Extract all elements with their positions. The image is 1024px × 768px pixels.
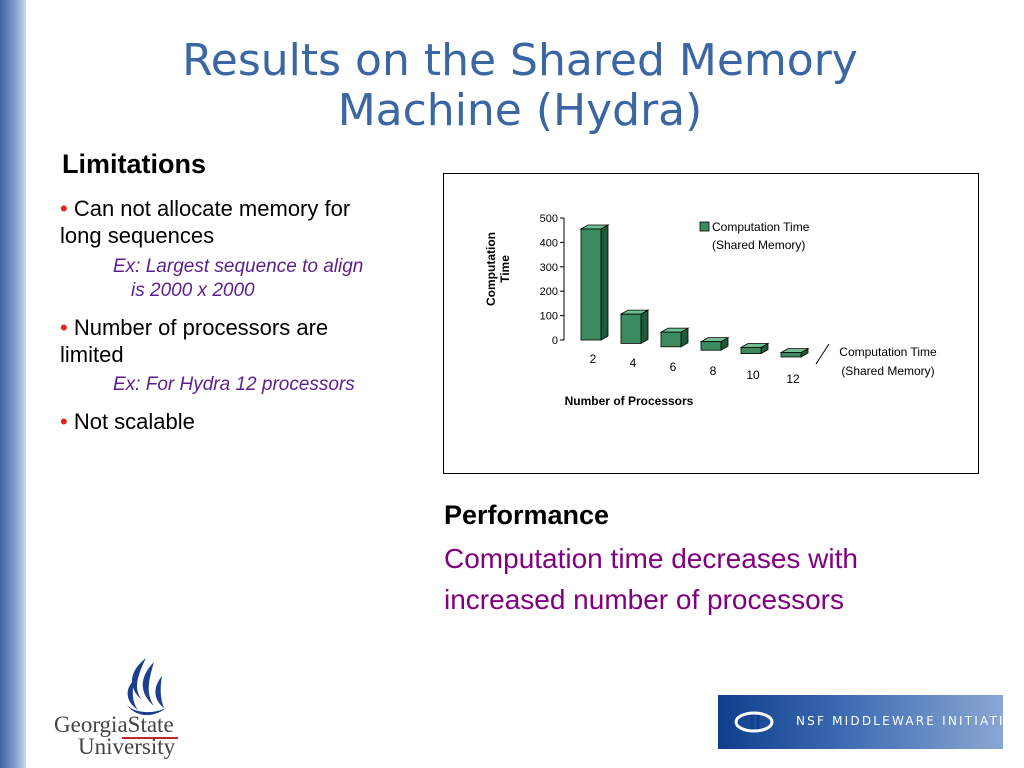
bullet-item-memory: • Can not allocate memory for long seque…	[60, 195, 420, 249]
y-axis-label: Computation Time	[484, 232, 512, 306]
gsu-wordmark-line2: University	[78, 734, 176, 759]
bullet-text-line2: limited	[60, 342, 124, 367]
bullet-dot: •	[60, 409, 68, 434]
bar	[780, 352, 802, 358]
bullet-text-line1: Can not allocate memory for	[73, 196, 351, 221]
nmi-swoosh-icon	[734, 711, 774, 733]
bars-group	[579, 224, 810, 358]
limitations-heading: Limitations	[62, 149, 207, 179]
y-tick-label: 400	[540, 237, 558, 249]
x-tick-label: 10	[746, 368, 760, 382]
performance-heading: Performance	[444, 500, 610, 530]
performance-line2: increased number of processors	[444, 584, 844, 615]
example-largest-sequence: Ex: Largest sequence to align is 2000 x …	[113, 255, 423, 303]
bullet-text-line1: Not scalable	[73, 409, 195, 434]
x-tick-label: 8	[710, 364, 717, 378]
y-tick-label: 500	[540, 213, 558, 225]
bar	[740, 347, 762, 354]
x-tick-label: 6	[670, 360, 677, 374]
series-label-line1: Computation Time	[839, 345, 937, 359]
slide-title: Results on the Shared Memory Machine (Hy…	[150, 36, 890, 136]
series-label-line2: (Shared Memory)	[841, 364, 934, 378]
x-tick-label: 2	[590, 352, 597, 366]
example-hydra-processors: Ex: For Hydra 12 processors	[113, 373, 423, 397]
example-text-line1: Ex: For Hydra 12 processors	[113, 374, 355, 395]
performance-text: Computation time decreases with increase…	[444, 538, 984, 620]
bullet-item-processors: • Number of processors are limited	[60, 314, 420, 368]
x-tick-label: 4	[630, 356, 637, 370]
nsf-middleware-banner: NSF MIDDLEWARE INITIATIVE	[718, 695, 1003, 749]
slide-title-line2: Machine (Hydra)	[337, 85, 703, 136]
nmi-banner-text: NSF MIDDLEWARE INITIATIVE	[796, 714, 1003, 728]
bullet-text-line2: long sequences	[60, 223, 215, 248]
y-tick-label: 100	[540, 311, 558, 323]
bar-side	[640, 309, 649, 345]
bar	[700, 341, 722, 351]
legend-label-line1: Computation Time	[712, 220, 810, 234]
slide-title-line1: Results on the Shared Memory	[182, 35, 858, 86]
x-tick-label: 12	[786, 372, 800, 386]
bar	[660, 331, 682, 348]
x-axis-label: Number of Processors	[565, 394, 694, 408]
series-label-leader	[815, 343, 830, 365]
legend-label-line2: (Shared Memory)	[712, 238, 805, 252]
y-axis-label-line2: Time	[498, 255, 512, 283]
y-tick-label: 0	[552, 335, 558, 347]
bullet-item-scalable: • Not scalable	[60, 408, 420, 435]
example-text-line1: Ex: Largest sequence to align	[113, 256, 364, 277]
bar-chart: 0 100 200 300 400 500 2 4 6 8 10 12 Number of Proc…	[484, 213, 937, 408]
left-accent-bar	[0, 0, 26, 768]
bullet-dot: •	[60, 196, 68, 221]
legend: Computation Time (Shared Memory)	[692, 216, 832, 256]
bar-side	[600, 224, 609, 341]
bar	[580, 228, 602, 341]
y-tick-label: 200	[540, 286, 558, 298]
performance-line1: Computation time decreases with	[444, 543, 858, 574]
flame-icon	[126, 658, 166, 716]
legend-box	[692, 216, 832, 256]
y-tick-label: 300	[540, 262, 558, 274]
bullet-dot: •	[60, 315, 68, 340]
chart-frame: 0 100 200 300 400 500 2 4 6 8 10 12 Number of Proc…	[443, 173, 979, 474]
y-axis: 0 100 200 300 400 500	[540, 213, 565, 347]
bullet-text-line1: Number of processors are	[73, 315, 329, 340]
gsu-wordmark-line1: GeorgiaState	[54, 712, 174, 737]
y-axis-label-line1: Computation	[484, 232, 498, 306]
x-tick-labels: 2 4 6 8 10 12	[590, 352, 800, 386]
bar	[620, 313, 642, 344]
example-text-line2: is 2000 x 2000	[131, 280, 255, 301]
legend-swatch	[699, 221, 710, 232]
georgia-state-university-logo: GeorgiaState University	[54, 658, 178, 759]
